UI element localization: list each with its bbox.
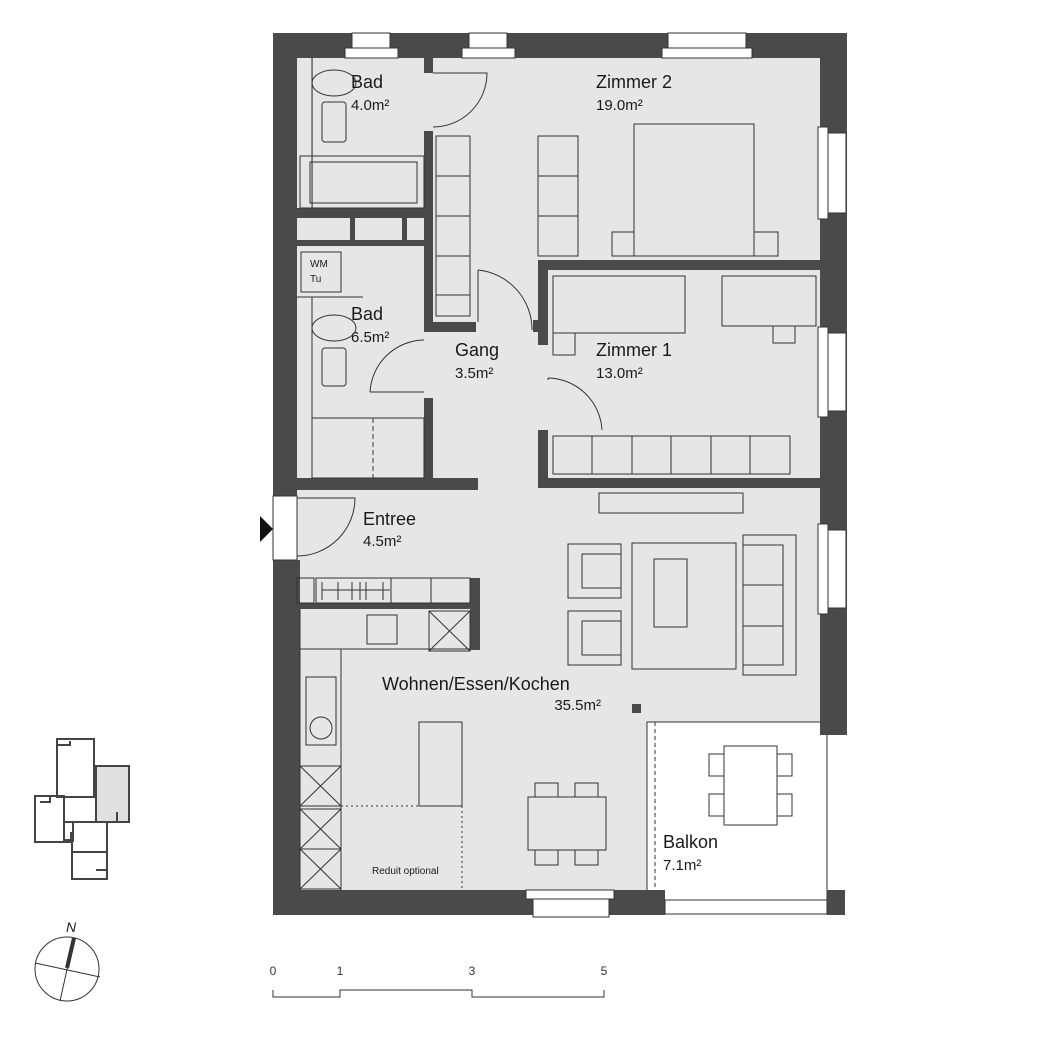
window-right-2: [827, 332, 847, 412]
doors: [260, 72, 603, 561]
kitchen-island: [418, 721, 463, 807]
coffee-table: [653, 558, 688, 628]
apartment-highlight: [95, 765, 130, 823]
scale-tick: 0: [270, 964, 277, 978]
room-name: Gang: [455, 340, 499, 360]
room-area: 7.1m²: [663, 857, 701, 874]
furniture: [296, 57, 817, 890]
window-top-1: [351, 32, 391, 51]
room-bad-1: Bad 4.0m²: [351, 72, 389, 114]
window-top-2: [468, 32, 508, 51]
room-zimmer-1: Zimmer 1 13.0m²: [596, 340, 672, 382]
inner-walls: [297, 58, 820, 713]
toilet-icon: [311, 314, 357, 342]
room-name: Bad: [351, 304, 383, 324]
room-area: 19.0m²: [596, 97, 643, 114]
toilet-icon: [311, 69, 357, 97]
room-bad-2: Bad 6.5m²: [351, 304, 389, 346]
sideboard: [598, 492, 744, 514]
room-area: 4.0m²: [351, 97, 389, 114]
reduit-outline: [341, 805, 463, 890]
window-bottom: [525, 889, 615, 900]
washer-dryer: [300, 251, 342, 293]
scale-bar: 0 1 3 5: [270, 964, 608, 998]
windows: [344, 32, 847, 918]
room-name: Balkon: [663, 832, 718, 852]
window-top-3: [667, 32, 747, 51]
room-name: Bad: [351, 72, 383, 92]
cooktop: [366, 614, 398, 645]
room-gang: Gang 3.5m²: [455, 340, 499, 382]
room-entree: Entree 4.5m²: [363, 509, 416, 550]
room-wohnen: Wohnen/Essen/Kochen 35.5m²: [382, 674, 601, 714]
balcony-area: [646, 721, 828, 903]
scale-tick: 1: [337, 964, 344, 978]
bed: [633, 123, 755, 257]
reduit-label: Reduit optional: [372, 866, 439, 877]
window-right-1: [827, 132, 847, 214]
washer-label: WM: [310, 259, 328, 270]
room-zimmer-2: Zimmer 2 19.0m²: [596, 72, 672, 114]
shower-icon: [311, 417, 425, 479]
tall-cabinets: [299, 765, 342, 890]
dryer-label: Tu: [310, 274, 321, 285]
wardrobe: [435, 135, 471, 317]
wardrobe: [537, 135, 579, 257]
room-balkon: Balkon 7.1m²: [663, 832, 718, 874]
north-needle: [65, 937, 76, 969]
room-area: 3.5m²: [455, 365, 493, 382]
compass: N: [34, 919, 101, 1002]
sink-icon: [321, 101, 347, 143]
room-name: Entree: [363, 509, 416, 529]
room-area: 4.5m²: [363, 533, 401, 550]
room-name: Zimmer 2: [596, 72, 672, 92]
desk: [721, 275, 817, 327]
site-key-plan: [34, 738, 130, 880]
sink-icon: [321, 347, 347, 387]
entrance-arrow-icon: [260, 516, 273, 542]
compass-n-label: N: [66, 919, 77, 935]
kitchen-counter: [315, 577, 471, 604]
bed: [552, 275, 686, 334]
room-area: 35.5m²: [554, 697, 601, 714]
rug: [631, 542, 737, 670]
window-right-3: [827, 529, 847, 609]
room-area: 6.5m²: [351, 329, 389, 346]
sink-icon: [305, 676, 337, 746]
balcony-table: [723, 745, 778, 826]
room-name: Zimmer 1: [596, 340, 672, 360]
bathtub-icon: [309, 161, 418, 204]
dining-table: [527, 796, 607, 851]
room-name: Wohnen/Essen/Kochen: [382, 674, 570, 694]
room-area: 13.0m²: [596, 365, 643, 382]
scale-tick: 5: [601, 964, 608, 978]
scale-tick: 3: [469, 964, 476, 978]
